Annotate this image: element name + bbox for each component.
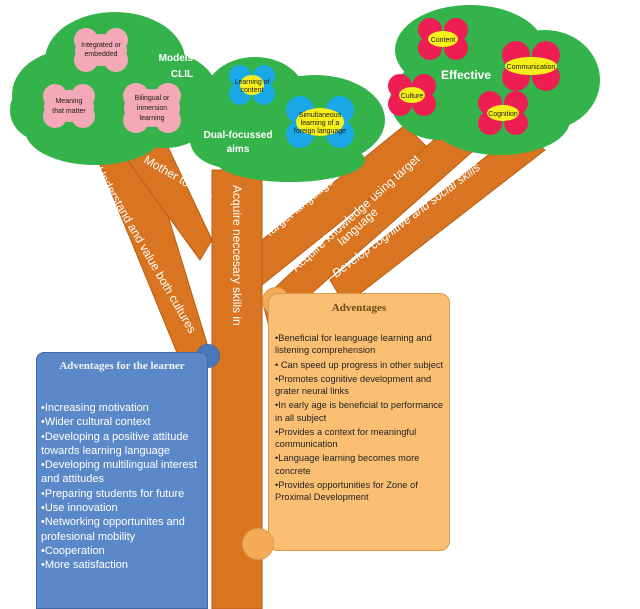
canopy-middle-title-2: aims: [227, 144, 250, 155]
learner-advantages-item: •Wider cultural context: [41, 416, 151, 429]
advantages-item: •Provides opportunities for Zone of Prox…: [275, 479, 418, 503]
advantages-item: •Language learning becomes more concrete: [275, 453, 420, 476]
learner-advantages-item: •Developing a positive attitude towards …: [41, 430, 189, 457]
flower-simultaneous-line1: Simultaneous: [299, 112, 342, 119]
flower-bilingual: Bilingual or inmersion learning: [123, 83, 181, 133]
learner-advantages-list: •Increasing motivation •Wider cultural c…: [41, 401, 205, 573]
flower-learning-content-line2: content: [241, 87, 264, 94]
flower-integrated-line1: Integrated or: [81, 42, 121, 49]
flower-bilingual-line2: inmersion: [137, 105, 167, 112]
learner-advantages-item: •Networking opportunites and profesional…: [41, 516, 185, 543]
learner-advantages-item: •Cooperation: [41, 544, 105, 557]
learner-advantages-item: •Use innovation: [41, 502, 118, 515]
advantages-item: •Beneficial for leanguage learning and l…: [275, 333, 432, 356]
flower-learning-content-line1: Learning of: [234, 79, 269, 86]
flower-communication-label: Communication: [507, 64, 556, 71]
learner-advantages-item: •More satisfaction: [41, 559, 128, 572]
flower-learning-content: Learning of content: [229, 65, 275, 105]
flower-communication: Communication: [502, 41, 560, 91]
advantages-item: •Provides a context for meaningful commu…: [275, 426, 417, 450]
advantages-item: •In early age is beneficial to performan…: [275, 400, 444, 423]
flower-meaning-line2: that matter: [52, 108, 86, 115]
advantages-title: Adventages: [331, 302, 387, 314]
flower-content: Content: [418, 18, 468, 60]
tree-trunk: [99, 119, 546, 609]
flower-content-label: Content: [431, 37, 456, 44]
advantages-item: • Can speed up progress in other subject: [275, 359, 444, 370]
learner-advantages-item: •Developing multilingual interest and at…: [41, 459, 198, 486]
flower-integrated: Integrated or embedded: [74, 28, 128, 72]
advantages-list: •Beneficial for leanguage learning and l…: [275, 332, 445, 505]
branch-acquire-skills: Acquire neccesary skills in: [230, 185, 244, 326]
flower-culture: Culture: [388, 74, 436, 116]
learner-advantages-title: Adventages for the learner: [59, 360, 185, 372]
flower-meaning-line1: Meaning: [56, 98, 83, 105]
flower-cognition-label: Cognition: [488, 111, 518, 118]
learner-advantages-item: •Increasing motivation: [41, 402, 149, 414]
flower-cognition: Cognition: [478, 91, 528, 135]
flower-simultaneous: Simultaneous learning of a foreign langu…: [286, 96, 354, 148]
canopy-right-title: Effective: [441, 68, 491, 82]
flower-bilingual-line3: learning: [140, 115, 165, 122]
scroll-curl-bottom: [242, 528, 274, 560]
canopy-middle-title-1: Dual-focussed: [204, 130, 273, 141]
flower-bilingual-line1: Bilingual or: [135, 95, 170, 102]
advantages-scroll: Adventages •Beneficial for leanguage lea…: [268, 293, 450, 551]
advantages-item: •Promotes cognitive development and grat…: [275, 373, 432, 397]
canopy-left-title-1: Models of: [159, 53, 206, 64]
canopy-left-title-2: CLIL: [171, 69, 193, 80]
flower-culture-label: Culture: [401, 93, 424, 100]
flower-meaning: Meaning that matter: [43, 84, 95, 128]
learner-advantages-item: •Preparing students for future: [41, 487, 185, 500]
flower-simultaneous-line3: foreign language: [294, 128, 346, 135]
flower-integrated-line2: embedded: [84, 51, 117, 58]
flower-simultaneous-line2: learning of a: [301, 120, 340, 127]
learner-advantages-scroll: Adventages for the learner •Increasing m…: [36, 352, 208, 609]
canopy-middle: [190, 57, 385, 182]
